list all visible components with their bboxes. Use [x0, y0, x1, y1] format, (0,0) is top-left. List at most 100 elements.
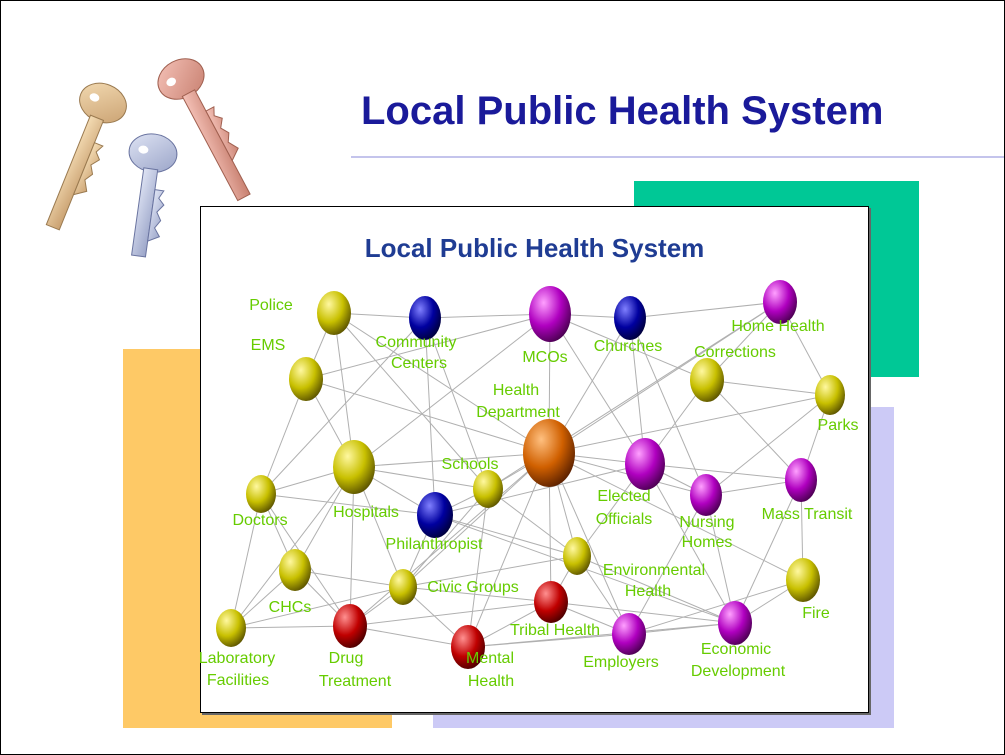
node-label-community-line1: Community — [376, 334, 457, 351]
node-label-lab-line2: Facilities — [207, 672, 269, 689]
edge-healthdept-civic — [402, 452, 550, 588]
node-label-elected-line1: Elected — [597, 488, 650, 505]
edge-healthdept-drug — [349, 452, 550, 627]
node-parks — [815, 375, 845, 415]
edge-ems-mcos — [305, 313, 551, 380]
node-philanthropist — [417, 492, 453, 538]
edge-masstransit-economic — [734, 479, 802, 624]
edge-mcos-hospitals — [353, 313, 551, 468]
edge-civic-tribal — [402, 586, 552, 603]
node-nursing — [690, 474, 722, 516]
node-lab — [216, 609, 246, 647]
edge-mcos-elected — [549, 313, 646, 465]
edge-mcos-corrections — [549, 313, 708, 381]
node-mental — [451, 625, 485, 669]
node-label-corrections: Corrections — [694, 344, 776, 361]
edge-police-healthdept — [333, 312, 550, 454]
node-churches — [614, 296, 646, 340]
node-tribal — [534, 581, 568, 623]
node-envhealth — [563, 537, 591, 575]
node-label-healthdept-line2: Department — [476, 404, 560, 421]
node-doctors — [246, 475, 276, 513]
edge-civic-lab — [230, 586, 404, 629]
edge-elected-philanthropist — [434, 463, 646, 516]
edge-nursing-employers — [628, 494, 707, 635]
edge-community-doctors — [260, 317, 426, 495]
edge-churches-homehealth — [629, 301, 781, 319]
blue-key-icon — [128, 133, 178, 258]
edge-healthdept-employers — [548, 452, 630, 635]
node-healthdept — [523, 419, 575, 487]
edge-healthdept-mental — [467, 452, 550, 648]
edge-healthdept-fire — [548, 452, 804, 581]
title-divider — [351, 156, 1004, 158]
node-label-elected-line2: Officials — [596, 511, 653, 528]
node-masstransit — [785, 458, 817, 502]
node-label-nursing-line1: Nursing — [679, 514, 734, 531]
node-label-envhealth-line1: Environmental — [603, 562, 705, 579]
edge-parks-healthdept — [548, 394, 831, 454]
tan-key-icon — [45, 82, 127, 231]
node-layer — [216, 280, 845, 669]
node-hospitals — [333, 440, 375, 494]
edge-layer — [230, 301, 831, 648]
node-community — [409, 296, 441, 340]
pink-key-icon — [157, 58, 251, 202]
node-mcos — [529, 286, 571, 342]
edge-schools-mental — [467, 488, 489, 648]
node-label-civic: Civic Groups — [427, 579, 519, 596]
node-label-economic-line2: Development — [691, 663, 786, 680]
node-label-philanthropist: Philanthropist — [386, 536, 484, 553]
edge-doctors-philanthropist — [260, 493, 436, 516]
node-ems — [289, 357, 323, 401]
edge-tribal-economic — [550, 601, 736, 624]
node-label-economic-line1: Economic — [701, 641, 771, 658]
node-drug — [333, 604, 367, 648]
node-fire — [786, 558, 820, 602]
edge-corrections-parks — [706, 379, 831, 396]
edge-lab-drug — [230, 625, 351, 629]
node-schools — [473, 470, 503, 508]
diagram-title: Local Public Health System — [364, 233, 705, 263]
edge-schools-hospitals — [353, 466, 489, 490]
node-label-schools: Schools — [442, 456, 499, 473]
node-civic — [389, 569, 417, 605]
node-homehealth — [763, 280, 797, 324]
edge-ems-healthdept — [305, 378, 550, 454]
edge-hospitals-lab — [230, 466, 355, 629]
edge-envhealth-civic — [402, 555, 578, 588]
edge-community-schools — [424, 317, 489, 490]
node-corrections — [690, 358, 724, 402]
edge-envhealth-economic — [576, 555, 736, 624]
node-label-ems: EMS — [251, 337, 286, 354]
node-label-mental-line1: Mental — [466, 650, 514, 667]
node-employers — [612, 613, 646, 655]
node-label-envhealth-line2: Health — [625, 583, 671, 600]
edge-elected-masstransit — [644, 463, 802, 481]
node-label-nursing-line2: Homes — [682, 534, 733, 551]
node-label-healthdept-line1: Health — [493, 382, 539, 399]
node-label-chcs: CHCs — [269, 599, 312, 616]
node-police — [317, 291, 351, 335]
edge-chcs-civic — [294, 569, 404, 588]
node-label-mental-line2: Health — [468, 673, 514, 690]
node-label-employers: Employers — [583, 654, 659, 671]
edge-mental-economic — [467, 622, 736, 648]
keys-clipart — [45, 58, 251, 258]
edge-philanthropist-envhealth — [434, 514, 578, 557]
edge-schools-envhealth — [487, 488, 578, 557]
slide-title: Local Public Health System — [361, 89, 884, 133]
node-chcs — [279, 549, 311, 591]
node-label-lab-line1: Laboratory — [199, 650, 276, 667]
node-label-drug-line2: Treatment — [319, 673, 392, 690]
edge-healthdept-hospitals — [353, 452, 550, 468]
edge-fire-employers — [628, 579, 804, 635]
node-label-masstransit: Mass Transit — [762, 506, 853, 523]
node-label-churches: Churches — [594, 338, 662, 355]
node-label-tribal: Tribal Health — [510, 622, 600, 639]
node-label-parks: Parks — [818, 417, 859, 434]
edge-tribal-drug — [349, 601, 552, 627]
